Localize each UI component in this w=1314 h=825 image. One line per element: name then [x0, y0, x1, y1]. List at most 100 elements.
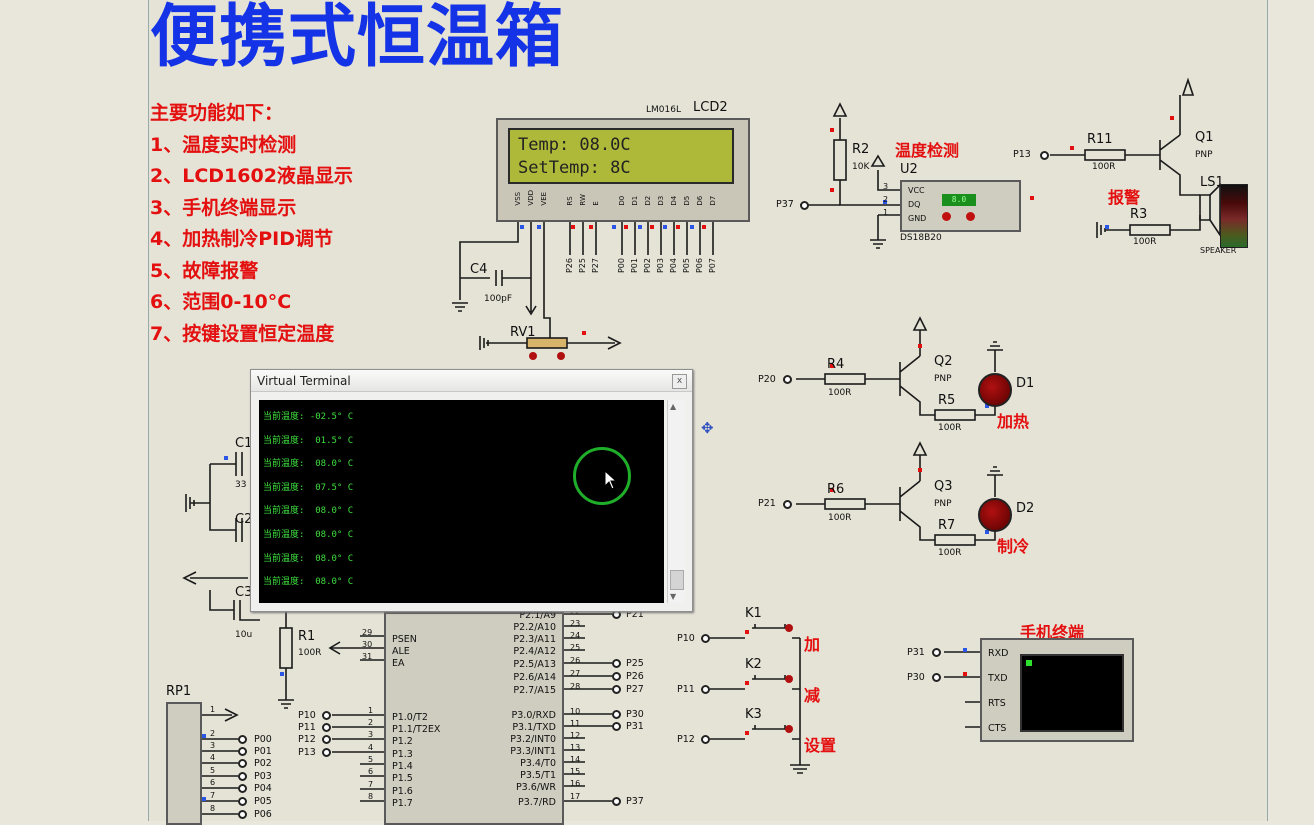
- key-plus-button[interactable]: [748, 624, 792, 638]
- phone-terminal-label: 手机终端: [1020, 623, 1085, 642]
- mcu-pin-number: 12: [570, 731, 581, 740]
- r5-ref: R5: [938, 393, 956, 408]
- net-label: P27: [626, 684, 644, 695]
- crosshair-icon: ✥: [701, 419, 714, 437]
- terminal-node: [932, 673, 941, 682]
- terminal-output[interactable]: 当前温度: -02.5° C 当前温度: 01.5° C 当前温度: 08.0°…: [259, 400, 664, 603]
- c1-ref: C1: [235, 436, 253, 451]
- terminal-node: [701, 735, 710, 744]
- mcu-pin-name: P3.7/RD: [518, 797, 556, 808]
- mcu-pin-name: P3.3/INT1: [510, 746, 556, 757]
- net-label: P04: [254, 783, 272, 794]
- net-label: P11: [298, 722, 316, 733]
- feature-item: 2、LCD1602液晶显示: [150, 165, 353, 187]
- mcu-pin-number: 25: [570, 643, 581, 652]
- phone-pin: RXD: [988, 648, 1009, 659]
- c4-ref: C4: [470, 262, 488, 277]
- terminal-node: [612, 797, 621, 806]
- k1-ref: K1: [745, 606, 762, 621]
- sensor-down-button[interactable]: [942, 212, 951, 221]
- net-label: P05: [254, 796, 272, 807]
- scroll-thumb[interactable]: [670, 570, 684, 590]
- ds18b20-sensor[interactable]: VCC DQ GND 8.0: [900, 180, 1021, 232]
- terminal-node: [322, 723, 331, 732]
- key-minus-button[interactable]: [748, 675, 792, 689]
- k3-ref: K3: [745, 707, 762, 722]
- key-minus-label: 减: [804, 686, 821, 705]
- mcu-chip[interactable]: PSEN ALE EA P1.0/T2 P1.1/T2EX P1.2 P1.3 …: [384, 610, 564, 825]
- sensor-pin-number: 1: [883, 208, 889, 217]
- feature-item: 3、手机终端显示: [150, 196, 297, 219]
- feature-item: 7、按键设置恒定温度: [150, 322, 335, 345]
- key-set-label: 设置: [804, 736, 837, 755]
- net-label: P12: [677, 734, 695, 745]
- terminal-node: [612, 722, 621, 731]
- rp1-resistor-pack: [166, 702, 202, 825]
- phone-pin: CTS: [988, 723, 1007, 734]
- mcu-pin-name: P3.4/T0: [520, 758, 556, 769]
- cooler-led: [978, 498, 1012, 532]
- phone-virtual-terminal[interactable]: RXD TXD RTS CTS: [980, 638, 1134, 742]
- rp1-ref: RP1: [166, 684, 192, 699]
- terminal-line: 当前温度: 08.0° C: [263, 506, 354, 517]
- net-label: P07: [708, 258, 717, 274]
- sensor-pin-number: 2: [883, 195, 889, 204]
- terminal-node: [238, 797, 247, 806]
- sensor-readout: 8.0: [942, 194, 976, 206]
- terminal-line: 当前温度: 01.5° C: [263, 435, 354, 446]
- net-label: P31: [626, 721, 644, 732]
- net-label: P01: [254, 746, 272, 757]
- mcu-pin-name: P1.0/T2: [392, 712, 428, 723]
- sensor-up-button[interactable]: [966, 212, 975, 221]
- terminal-node: [238, 772, 247, 781]
- key-set-button[interactable]: [748, 725, 792, 739]
- d1-ref: D1: [1016, 376, 1035, 391]
- lcd-model-label: LM016L: [646, 105, 681, 115]
- net-label: P13: [298, 747, 316, 758]
- lcd-pin: D2: [644, 195, 652, 206]
- terminal-scrollbar[interactable]: ▲ ▼: [667, 400, 685, 603]
- terminal-line: 当前温度: 07.5° C: [263, 482, 354, 493]
- heater-label: 加热: [997, 412, 1030, 431]
- net-label: P03: [254, 771, 272, 782]
- mcu-pin-name: EA: [392, 658, 405, 669]
- page-title: 便携式恒温箱: [150, 0, 565, 77]
- u2-model: DS18B20: [900, 233, 942, 243]
- r4-value: 100R: [828, 388, 852, 398]
- terminal-node: [701, 634, 710, 643]
- sensor-pin-dq: DQ: [908, 200, 921, 209]
- mcu-pin-number: 14: [570, 755, 581, 764]
- r4-ref: R4: [827, 357, 845, 372]
- net-label: P01: [630, 258, 639, 274]
- q1-ref: Q1: [1195, 130, 1214, 145]
- window-title: Virtual Terminal: [257, 374, 351, 388]
- q2-type: PNP: [934, 374, 952, 384]
- terminal-node: [612, 710, 621, 719]
- lcd-pin: E: [592, 201, 600, 206]
- terminal-line: 当前温度: 08.0° C: [263, 459, 354, 470]
- d2-ref: D2: [1016, 501, 1035, 516]
- close-icon[interactable]: x: [672, 374, 687, 389]
- window-titlebar[interactable]: Virtual Terminal: [251, 370, 692, 392]
- scroll-up-icon[interactable]: ▲: [670, 402, 677, 411]
- r6-value: 100R: [828, 513, 852, 523]
- mcu-pin-name: P1.2: [392, 736, 413, 747]
- net-label: P04: [669, 258, 678, 274]
- scroll-down-icon[interactable]: ▼: [670, 592, 677, 601]
- net-label: P25: [626, 658, 644, 669]
- mcu-pin-number: 10: [570, 707, 581, 716]
- virtual-terminal-window[interactable]: Virtual Terminal x 当前温度: -02.5° C 当前温度: …: [250, 369, 693, 612]
- q3-type: PNP: [934, 499, 952, 509]
- feature-item: 1、温度实时检测: [150, 133, 297, 156]
- feature-list: 主要功能如下： 1、温度实时检测 2、LCD1602液晶显示 3、手机终端显示 …: [150, 98, 353, 350]
- net-label: P21: [758, 498, 776, 509]
- net-label: P00: [254, 734, 272, 745]
- rv1-ref[interactable]: RV1: [510, 325, 536, 340]
- lcd-module[interactable]: Temp: 08.0C SetTemp: 8C VSS VDD VEE RS R…: [496, 118, 750, 222]
- alarm-label: 报警: [1108, 188, 1141, 207]
- rp1-pin-number: 4: [210, 753, 216, 762]
- r6-ref: R6: [827, 482, 845, 497]
- lcd-pin: VSS: [514, 191, 522, 206]
- terminal-node: [932, 648, 941, 657]
- net-label: P37: [626, 796, 644, 807]
